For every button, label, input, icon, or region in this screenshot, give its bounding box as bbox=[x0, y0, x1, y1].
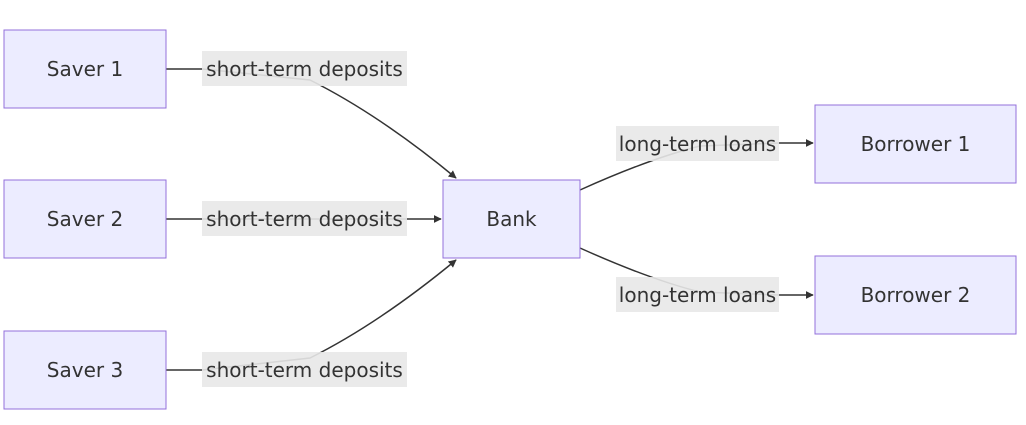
node-box bbox=[3, 179, 167, 259]
node-saver-1: Saver 1 bbox=[3, 29, 167, 109]
node-box bbox=[3, 330, 167, 410]
edge-label-saver2-bank: short-term deposits bbox=[202, 201, 407, 236]
node-box bbox=[814, 255, 1017, 335]
node-label: Borrower 2 bbox=[861, 283, 971, 307]
node-saver-2: Saver 2 bbox=[3, 179, 167, 259]
edge-label-background bbox=[616, 277, 779, 312]
node-label: Bank bbox=[486, 207, 537, 231]
node-borrower-2: Borrower 2 bbox=[814, 255, 1017, 335]
edge-label-bank-borrower1: long-term loans bbox=[616, 126, 779, 161]
node-label: Saver 2 bbox=[47, 207, 123, 231]
edge-label-background bbox=[616, 126, 779, 161]
node-bank: Bank bbox=[442, 179, 581, 259]
node-saver-3: Saver 3 bbox=[3, 330, 167, 410]
edge-label-text: long-term loans bbox=[619, 132, 776, 156]
edge-label-text: short-term deposits bbox=[206, 207, 403, 231]
edge-label-bank-borrower2: long-term loans bbox=[616, 277, 779, 312]
edge-label-saver3-bank: short-term deposits bbox=[202, 352, 407, 387]
node-box bbox=[442, 179, 581, 259]
edge-label-background bbox=[202, 352, 407, 387]
node-box bbox=[3, 29, 167, 109]
edge-label-saver1-bank: short-term deposits bbox=[202, 51, 407, 86]
edge-label-text: short-term deposits bbox=[206, 57, 403, 81]
node-label: Saver 1 bbox=[47, 57, 123, 81]
edge-label-text: long-term loans bbox=[619, 283, 776, 307]
edge-label-background bbox=[202, 51, 407, 86]
edge-label-text: short-term deposits bbox=[206, 358, 403, 382]
node-label: Borrower 1 bbox=[861, 132, 971, 156]
edge-label-background bbox=[202, 201, 407, 236]
node-label: Saver 3 bbox=[47, 358, 123, 382]
node-borrower-1: Borrower 1 bbox=[814, 104, 1017, 184]
node-box bbox=[814, 104, 1017, 184]
